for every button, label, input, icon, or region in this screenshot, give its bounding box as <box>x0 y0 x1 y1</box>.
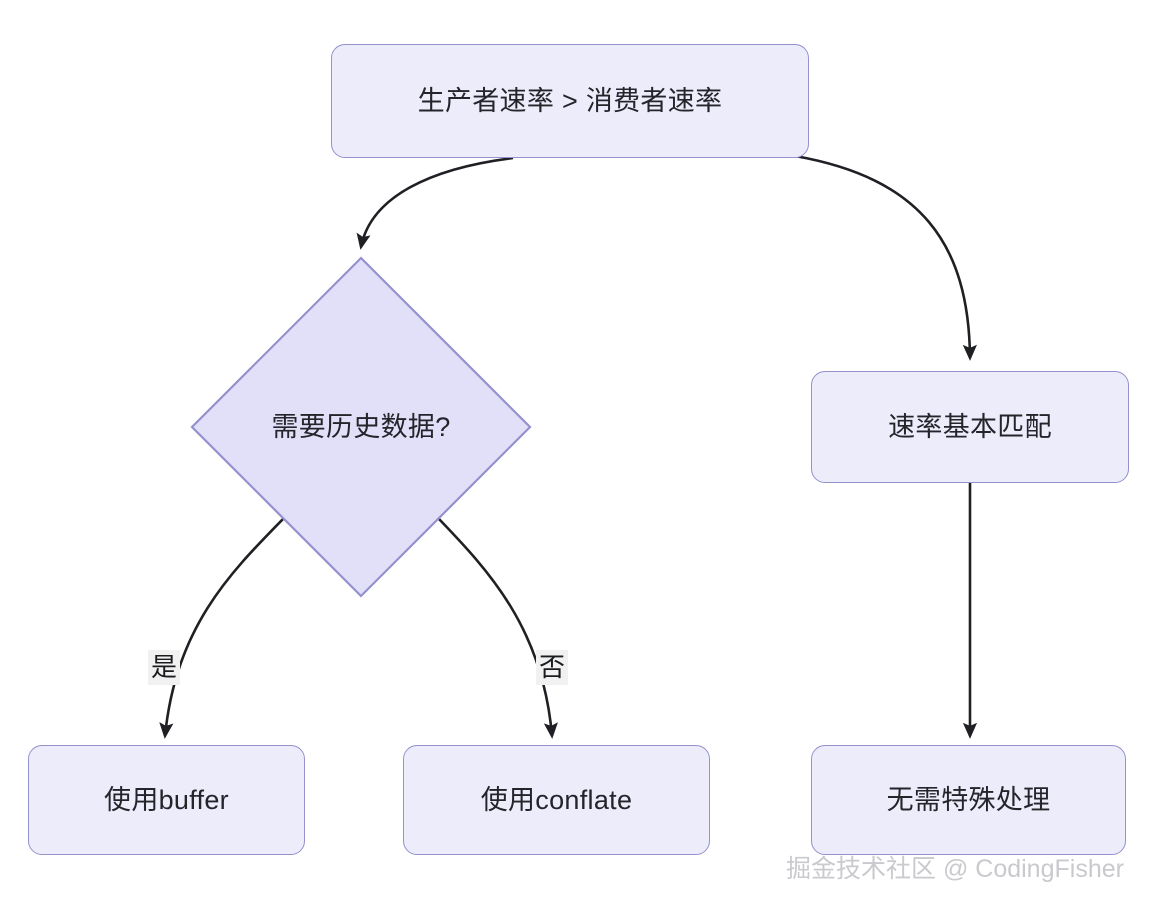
node-no-special[interactable]: 无需特殊处理 <box>811 745 1126 855</box>
node-root-label: 生产者速率 > 消费者速率 <box>417 85 723 116</box>
node-no-special-label: 无需特殊处理 <box>886 784 1051 815</box>
edge-decision-to-conflate <box>438 518 558 739</box>
node-use-buffer-label: 使用buffer <box>104 784 229 815</box>
edge-root-to-matched <box>794 154 977 361</box>
node-matched-label: 速率基本匹配 <box>888 411 1052 442</box>
node-use-conflate-label: 使用conflate <box>480 784 633 815</box>
node-decision-label-wrap: 需要历史数据? <box>190 256 532 598</box>
node-decision[interactable]: 需要历史数据? <box>190 256 532 598</box>
node-matched[interactable]: 速率基本匹配 <box>811 371 1129 483</box>
node-root[interactable]: 生产者速率 > 消费者速率 <box>331 44 809 158</box>
diamond-shape <box>190 256 532 598</box>
edge-root-to-decision <box>356 156 514 250</box>
watermark: 掘金技术社区 @ CodingFisher <box>786 855 1124 883</box>
edge-label-no: 否 <box>536 650 569 685</box>
node-use-conflate[interactable]: 使用conflate <box>403 745 710 855</box>
edge-decision-to-buffer <box>159 518 284 739</box>
node-use-buffer[interactable]: 使用buffer <box>28 745 305 855</box>
node-decision-label: 需要历史数据? <box>271 411 451 442</box>
edge-label-yes: 是 <box>148 650 181 685</box>
